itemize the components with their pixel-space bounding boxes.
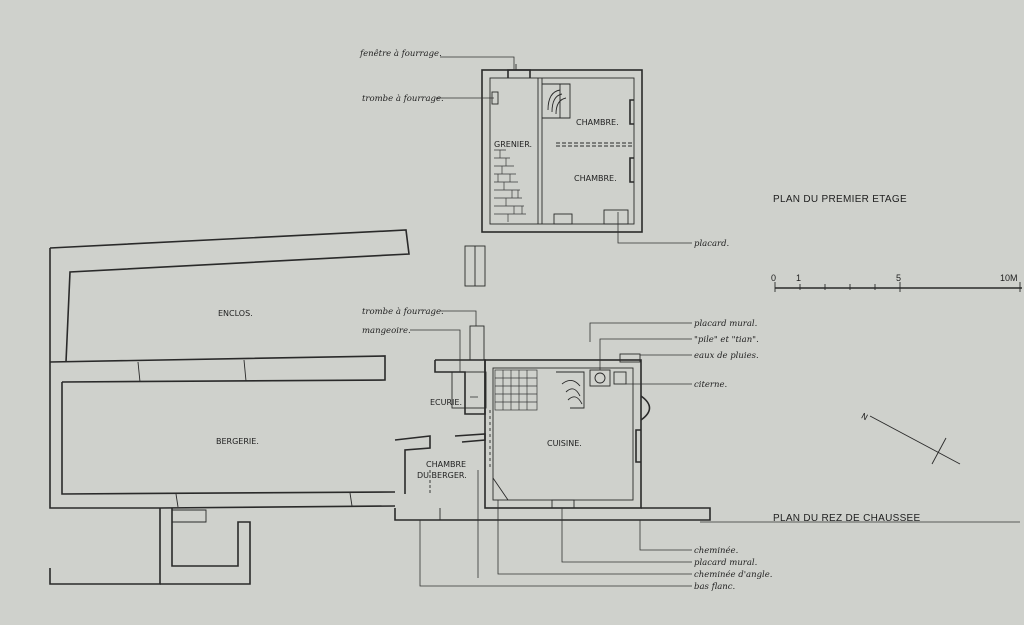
annotation-eaux-pluies: eaux de pluies. [694,351,759,361]
upper-stair [542,83,571,119]
annotation-cheminee: cheminée. [694,545,738,556]
north-label: N [860,411,870,422]
annotation-citerne: citerne. [694,380,727,390]
annotation-pile-tian: "pile" et "tian". [694,335,759,345]
buttress-2 [349,492,353,507]
ground-stair [556,371,585,409]
upper-placard [603,209,629,225]
room-label-chambre-2: CHAMBRE. [574,174,617,183]
ground-floor-plan [49,229,711,585]
room-label-cuisine: CUISINE. [547,439,582,448]
window-recess-2 [629,157,634,183]
lower-annex-wall [49,508,161,585]
ground-fireplace [551,499,575,509]
first-floor-outer-wall [481,69,643,233]
house-outer-wall [484,359,642,509]
buttress-1 [175,493,179,508]
annotation-trombe-upper: trombe à fourrage. [362,93,444,104]
annotation-placard-upper: placard. [694,239,729,249]
foundation-strip [394,507,711,521]
sink-basin [594,372,606,384]
annotation-mangeoire: mangeoire. [362,326,411,336]
scale-tick-5: 5 [896,273,901,283]
room-label-ecurie: ECURIE. [430,398,462,407]
title-rez-de-chaussee: PLAN DU REZ DE CHAUSSEE [773,513,921,524]
scale-tick-1: 1 [796,273,801,283]
sheepfold-bottom-wall [159,505,396,509]
annex-step [172,509,207,523]
leader-lines [410,56,1020,587]
attic-brickwork [494,149,526,222]
room-label-chambre-1: CHAMBRE. [576,118,619,127]
cistern [613,371,627,385]
ground-window [635,429,641,463]
annotation-placard-mural-top: placard mural. [694,319,757,329]
enclosure-wall [49,229,410,363]
stair-treads [547,89,567,115]
fodder-chute-ground [469,325,485,361]
room-label-grenier: GRENIER. [494,140,532,149]
lower-annex-inner [160,508,251,585]
shepherd-room-wall [394,435,431,494]
scale-bar: 0 1 5 10M [771,273,1022,292]
room-label-chambre-berger-2: DU BERGER. [417,471,467,480]
wall-joint-2 [243,359,247,382]
sheepfold-inner-wall [61,382,396,495]
sink [589,369,611,387]
manger [451,371,487,409]
rainwater-gutter [619,353,641,363]
shepherd-room-wall-2 [454,433,486,443]
corner-fireplace [484,476,509,508]
annotation-bas-flanc: bas flanc. [694,582,735,592]
title-premier-etage: PLAN DU PREMIER ETAGE [773,194,907,205]
annotation-fenetre: fenêtre à fourrage. [359,48,442,59]
room-label-bergerie: BERGERIE. [216,437,259,446]
first-floor-plan [481,64,643,233]
sheepfold-top-wall [49,355,386,383]
ground-stair-treads [561,380,583,405]
room-label-chambre-berger-1: CHAMBRE [426,460,466,469]
fodder-window [507,69,531,78]
bread-oven [640,395,651,421]
room-label-enclos: ENCLOS. [218,309,253,318]
annotation-trombe-ground: trombe à fourrage. [362,306,444,317]
house-inner-wall [492,367,634,501]
window-recess-1 [629,99,634,125]
tiled-floor [494,369,538,411]
sheepfold-left-wall [49,362,160,509]
north-arrow: N [860,411,961,465]
upper-fireplace [553,213,573,225]
annotation-placard-mural-bottom: placard mural. [694,558,757,568]
scale-tick-0: 0 [771,273,776,283]
wall-joint-1 [137,361,141,383]
scale-tick-10: 10M [1000,273,1018,283]
annotation-cheminee-angle: cheminée d'angle. [694,569,773,580]
